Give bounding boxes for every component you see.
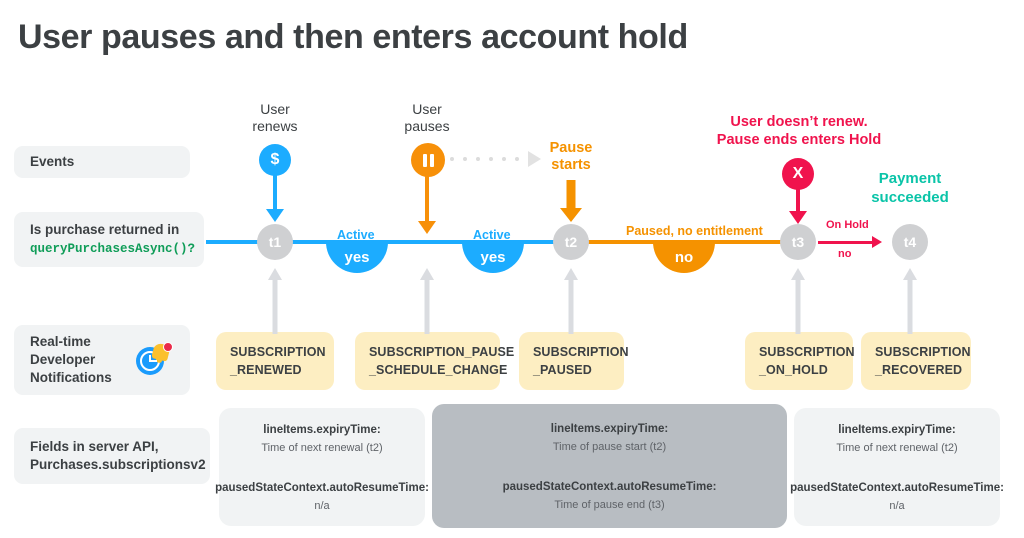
clock-bell-notification-icon bbox=[136, 341, 174, 379]
rtdn-link-head bbox=[903, 268, 917, 280]
fields-expiry-group: lineItems.expiryTime: Time of pause star… bbox=[551, 419, 668, 455]
renew-arrow-head bbox=[266, 209, 284, 222]
event-caption-no-renew: User doesn’t renew. Pause ends enters Ho… bbox=[716, 114, 882, 149]
pause-starts-down-arrow bbox=[560, 180, 582, 222]
row-label-events: Events bbox=[14, 146, 190, 178]
fields-resume-key: pausedStateContext.autoResumeTime: bbox=[215, 482, 429, 494]
event-caption-user-renews: User renews bbox=[252, 101, 298, 134]
timeline-node-t3[interactable]: t3 bbox=[780, 224, 816, 260]
fields-expiry-key: lineItems.expiryTime: bbox=[550, 422, 669, 435]
fields-box-after-recovery: lineItems.expiryTime: Time of next renew… bbox=[790, 408, 1004, 526]
dotted-arrow-dot bbox=[476, 157, 480, 161]
rtdn-link-head bbox=[268, 268, 282, 280]
on-hold-arrow-shaft bbox=[818, 240, 872, 244]
row-label-rtdn-text: Real-time Developer Notifications bbox=[30, 333, 112, 386]
timeline-node-t2[interactable]: t2 bbox=[553, 224, 589, 260]
dotted-arrow-dot bbox=[502, 157, 506, 161]
pause-arrow-shaft bbox=[425, 172, 429, 222]
fields-resume-value: n/a bbox=[314, 500, 330, 513]
fields-resume-value: Time of pause end (t3) bbox=[554, 499, 665, 512]
row-label-fields-text: Fields in server API, Purchases.subscrip… bbox=[30, 438, 206, 472]
dotted-arrow-dot bbox=[489, 157, 493, 161]
fields-expiry-group: lineItems.expiryTime: Time of next renew… bbox=[836, 420, 957, 456]
query-purchases-async-code: queryPurchasesAsync()? bbox=[30, 242, 196, 257]
event-caption-pause-starts: Pause starts bbox=[549, 140, 593, 174]
fields-resume-group: pausedStateContext.autoResumeTime: n/a bbox=[790, 478, 1004, 514]
dotted-arrow-head bbox=[528, 151, 541, 167]
pause-schedule-dotted-arrow bbox=[450, 151, 541, 167]
rtdn-link-head bbox=[420, 268, 434, 280]
rtdn-link-head bbox=[791, 268, 805, 280]
rtdn-box-subscription-paused[interactable]: SUBSCRIPTION _PAUSED bbox=[519, 332, 629, 390]
fields-box-after-renewal: lineItems.expiryTime: Time of next renew… bbox=[215, 408, 429, 526]
rtdn-link-arrow-pause bbox=[419, 268, 435, 334]
dotted-arrow-dot bbox=[515, 157, 519, 161]
fields-resume-key: pausedStateContext.autoResumeTime: bbox=[502, 481, 717, 493]
pause-glyph bbox=[422, 153, 434, 167]
page-title: User pauses and then enters account hold bbox=[18, 18, 688, 56]
row-label-rtdn: Real-time Developer Notifications bbox=[14, 325, 190, 395]
rtdn-box-subscription-recovered[interactable]: SUBSCRIPTION _RECOVERED bbox=[861, 332, 971, 390]
rtdn-link-shaft bbox=[568, 276, 574, 334]
fields-expiry-value: Time of next renewal (t2) bbox=[261, 441, 383, 454]
state-badge-active-1: yes bbox=[326, 242, 388, 273]
dollar-icon: $ bbox=[259, 144, 291, 176]
fields-resume-value: n/a bbox=[889, 500, 905, 513]
no-renew-down-arrow bbox=[789, 184, 807, 224]
rtdn-link-shaft bbox=[424, 276, 430, 334]
rtdn-link-shaft bbox=[907, 276, 913, 334]
dotted-arrow-dot bbox=[463, 157, 467, 161]
rtdn-box-subscription-renewed[interactable]: SUBSCRIPTION _RENEWED bbox=[216, 332, 334, 390]
rtdn-link-arrow-t4 bbox=[902, 268, 918, 334]
pause-starts-arrow-head bbox=[560, 208, 582, 222]
no-renew-arrow-head bbox=[789, 211, 807, 224]
state-caption-active-2: Active bbox=[473, 228, 511, 242]
on-hold-value: no bbox=[838, 248, 852, 260]
renew-down-arrow bbox=[266, 170, 284, 222]
fields-expiry-key: lineItems.expiryTime: bbox=[838, 423, 956, 436]
x-icon: X bbox=[782, 158, 814, 190]
on-hold-arrow-head bbox=[872, 236, 882, 248]
rtdn-link-shaft bbox=[795, 276, 801, 334]
fields-expiry-key: lineItems.expiryTime: bbox=[263, 423, 381, 436]
on-hold-arrow bbox=[818, 236, 882, 248]
fields-resume-group: pausedStateContext.autoResumeTime: n/a bbox=[215, 478, 429, 514]
notification-badge-icon bbox=[163, 342, 173, 352]
fields-expiry-value: Time of pause start (t2) bbox=[552, 440, 667, 453]
row-label-fields: Fields in server API, Purchases.subscrip… bbox=[14, 428, 210, 484]
pause-arrow-head bbox=[418, 221, 436, 234]
rtdn-link-shaft bbox=[272, 276, 278, 334]
state-caption-active-1: Active bbox=[337, 228, 375, 242]
event-caption-payment-succeeded: Payment succeeded bbox=[871, 170, 949, 206]
event-caption-user-pauses: User pauses bbox=[404, 101, 450, 134]
row-label-events-text: Events bbox=[30, 153, 75, 169]
rtdn-link-arrow-t3 bbox=[790, 268, 806, 334]
pause-down-arrow bbox=[418, 172, 436, 234]
fields-resume-key: pausedStateContext.autoResumeTime: bbox=[790, 482, 1004, 494]
renew-arrow-shaft bbox=[273, 170, 277, 210]
pause-icon bbox=[411, 143, 445, 177]
timeline-node-t1[interactable]: t1 bbox=[257, 224, 293, 260]
pause-starts-arrow-shaft bbox=[566, 180, 576, 210]
fields-expiry-value: Time of next renewal (t2) bbox=[836, 441, 958, 454]
on-hold-caption: On Hold bbox=[826, 219, 869, 231]
rtdn-link-arrow-t2 bbox=[563, 268, 579, 334]
dotted-arrow-dot bbox=[450, 157, 454, 161]
no-renew-arrow-shaft bbox=[796, 184, 800, 212]
clock-hand-icon bbox=[151, 360, 157, 362]
rtdn-box-subscription-pause-schedule-change[interactable]: SUBSCRIPTION_PAUSE _SCHEDULE_CHANGE bbox=[355, 332, 514, 390]
rtdn-link-head bbox=[564, 268, 578, 280]
row-label-purchase-returned: Is purchase returned in queryPurchasesAs… bbox=[14, 212, 204, 267]
state-caption-paused: Paused, no entitlement bbox=[626, 224, 763, 238]
fields-expiry-group: lineItems.expiryTime: Time of next renew… bbox=[261, 420, 382, 456]
fields-resume-group: pausedStateContext.autoResumeTime: Time … bbox=[503, 477, 717, 513]
rtdn-link-arrow-t1 bbox=[267, 268, 283, 334]
rtdn-box-subscription-on-hold[interactable]: SUBSCRIPTION _ON_HOLD bbox=[745, 332, 855, 390]
fields-box-during-pause: lineItems.expiryTime: Time of pause star… bbox=[432, 404, 787, 528]
state-badge-paused: no bbox=[653, 242, 715, 273]
timeline-node-t4[interactable]: t4 bbox=[892, 224, 928, 260]
state-badge-active-2: yes bbox=[462, 242, 524, 273]
row-label-purchase-text: Is purchase returned in bbox=[30, 221, 180, 237]
